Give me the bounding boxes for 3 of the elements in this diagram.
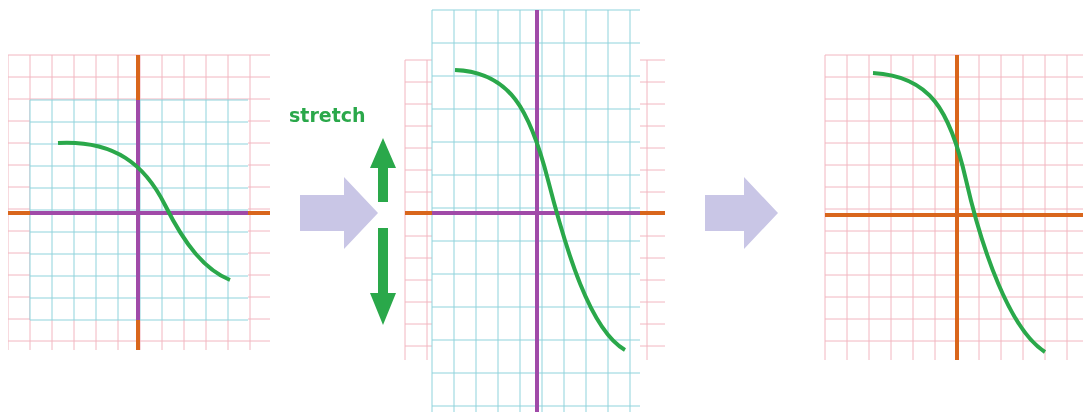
annotation-text: stretch	[289, 104, 366, 126]
arrow	[705, 177, 778, 249]
arrow	[300, 177, 378, 249]
